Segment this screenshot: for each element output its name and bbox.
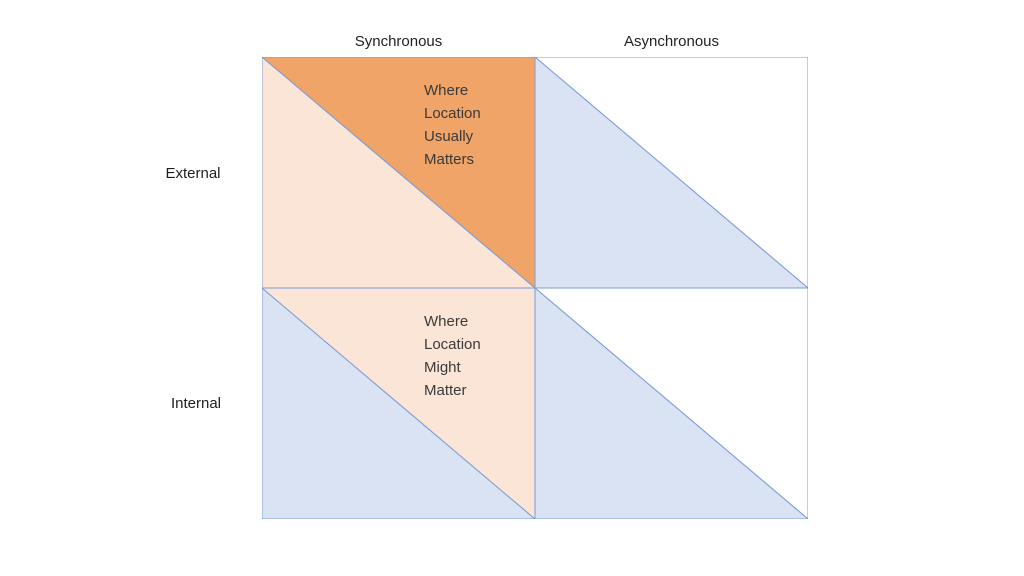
column-header-asynchronous: Asynchronous bbox=[623, 33, 720, 50]
annotation-usually-matters: Where Location Usually Matters bbox=[424, 82, 481, 168]
column-header-synchronous: Synchronous bbox=[354, 33, 443, 50]
row-header-internal: Internal bbox=[170, 395, 222, 412]
quadrant-grid bbox=[262, 57, 808, 519]
annotation-might-matter: Where Location Might Matter bbox=[424, 313, 481, 399]
internal-asynchronous-lower-triangle bbox=[534, 286, 808, 519]
row-header-external: External bbox=[165, 165, 221, 182]
